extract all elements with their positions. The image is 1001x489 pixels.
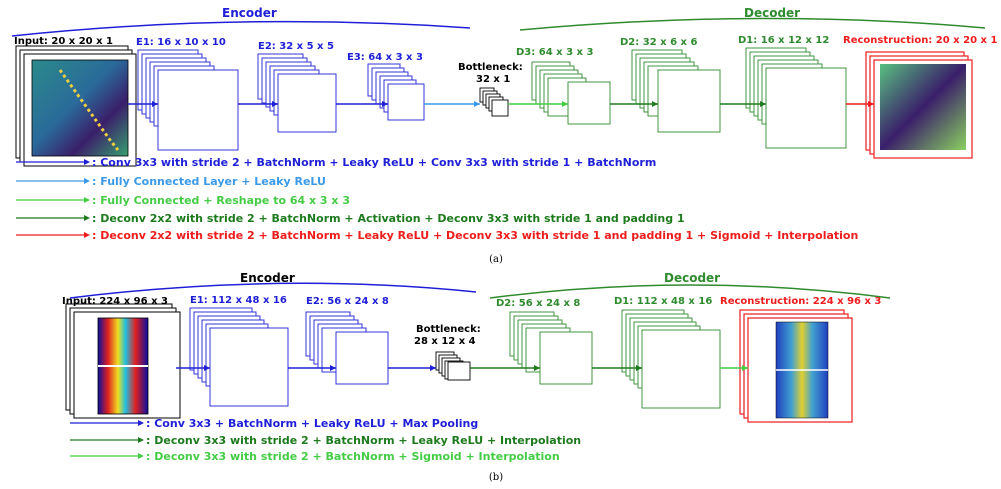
legend-text: : Deconv 3x3 with stride 2 + BatchNorm +…	[146, 434, 581, 447]
legend-text: : Deconv 2x2 with stride 2 + BatchNorm +…	[92, 229, 858, 242]
decoder-arc-b	[489, 284, 891, 299]
caption-b: (b)	[489, 472, 503, 483]
legend-item-a: : Conv 3x3 with stride 2 + BatchNorm + L…	[16, 156, 656, 169]
bottleneck-stack-b	[435, 351, 471, 381]
d1-stack-a	[745, 47, 847, 149]
e1-stack-b	[189, 307, 289, 407]
bottleneck-stack-a	[479, 87, 509, 117]
e2-stack-b	[305, 311, 389, 385]
legend-item-a: : Fully Connected Layer + Leaky ReLU	[16, 175, 326, 188]
legend-item-b: : Conv 3x3 + BatchNorm + Leaky ReLU + Ma…	[70, 417, 478, 430]
bottleneck-label-a-line2: 32 x 1	[476, 74, 510, 85]
input-label-b: Input: 224 x 96 x 3	[62, 296, 168, 307]
legend-text: : Conv 3x3 with stride 2 + BatchNorm + L…	[92, 156, 656, 169]
encoder-title-a: Encoder	[222, 6, 277, 20]
encoder-arc-a	[11, 20, 471, 37]
e3-stack-a	[367, 63, 425, 121]
d3-stack-a	[531, 61, 611, 125]
input-image-a	[31, 59, 129, 157]
legend-item-a: : Fully Connected + Reshape to 64 x 3 x …	[16, 194, 350, 207]
d3-label-a: D3: 64 x 3 x 3	[516, 47, 593, 58]
e3-label-a: E3: 64 x 3 x 3	[347, 52, 423, 63]
legend-text: : Fully Connected Layer + Leaky ReLU	[92, 175, 326, 188]
e2-label-a: E2: 32 x 5 x 5	[258, 41, 334, 52]
decoder-title-b: Decoder	[664, 271, 720, 285]
legend-text: : Fully Connected + Reshape to 64 x 3 x …	[92, 194, 350, 207]
legend-item-b: : Deconv 3x3 with stride 2 + BatchNorm +…	[70, 450, 560, 463]
flow-arrowheads-b	[204, 365, 748, 371]
bottleneck-label-b-line1: Bottleneck:	[416, 324, 481, 335]
d2-label-a: D2: 32 x 6 x 6	[620, 37, 697, 48]
legend-b: : Conv 3x3 + BatchNorm + Leaky ReLU + Ma…	[70, 417, 581, 463]
input-label-a: Input: 20 x 20 x 1	[14, 36, 113, 47]
legend-a: : Conv 3x3 with stride 2 + BatchNorm + L…	[16, 156, 858, 242]
reconstruction-image-a	[880, 64, 966, 150]
diagram-b: Encoder Decoder Input: 224 x 96 x 3 E1: …	[62, 271, 891, 483]
caption-a: (a)	[489, 254, 503, 265]
legend-item-a: : Deconv 2x2 with stride 2 + BatchNorm +…	[16, 212, 685, 225]
legend-text: : Deconv 3x3 with stride 2 + BatchNorm +…	[146, 450, 560, 463]
e1-label-a: E1: 16 x 10 x 10	[136, 37, 226, 48]
e2-label-b: E2: 56 x 24 x 8	[306, 296, 389, 307]
legend-item-b: : Deconv 3x3 with stride 2 + BatchNorm +…	[70, 434, 581, 447]
legend-text: : Deconv 2x2 with stride 2 + BatchNorm +…	[92, 212, 685, 225]
d2-stack-a	[631, 49, 721, 133]
e2-stack-a	[257, 53, 337, 133]
bottleneck-label-a-line1: Bottleneck:	[458, 62, 523, 73]
flow-arrowheads-a	[152, 101, 874, 107]
input-stack-b	[65, 303, 181, 419]
d2-label-b: D2: 56 x 24 x 8	[496, 298, 580, 309]
d2-stack-b	[509, 311, 593, 385]
legend-text: : Conv 3x3 + BatchNorm + Leaky ReLU + Ma…	[146, 417, 478, 430]
encoder-title-b: Encoder	[240, 271, 295, 285]
reconstruction-label-a: Reconstruction: 20 x 20 x 1	[843, 35, 997, 46]
encoder-arc-b	[69, 282, 477, 299]
e1-label-b: E1: 112 x 48 x 16	[190, 295, 287, 306]
decoder-title-a: Decoder	[744, 6, 800, 20]
decoder-arc-a	[519, 17, 986, 31]
reconstruction-label-b: Reconstruction: 224 x 96 x 3	[720, 296, 881, 307]
legend-item-a: : Deconv 2x2 with stride 2 + BatchNorm +…	[16, 229, 858, 242]
d1-stack-b	[621, 309, 721, 409]
d1-label-a: D1: 16 x 12 x 12	[738, 35, 829, 46]
d1-label-b: D1: 112 x 48 x 16	[614, 296, 712, 307]
input-stack-a	[15, 45, 137, 167]
e1-stack-a	[137, 49, 239, 151]
bottleneck-label-b-line2: 28 x 12 x 4	[414, 336, 476, 347]
diagram-a: Encoder Decoder Input: 20 x 20 x 1 E1: 1…	[11, 6, 997, 265]
